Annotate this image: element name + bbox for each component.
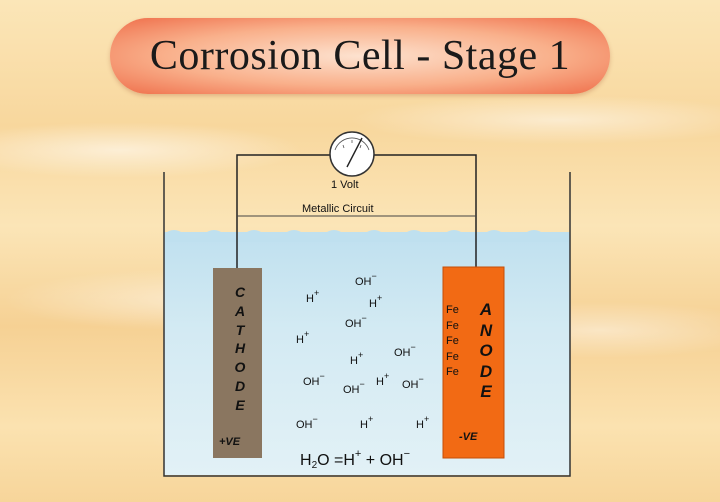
iron-label: Fe [446, 366, 459, 378]
hydrogen-ion: H+ [369, 293, 383, 310]
hydroxide-ion: OH− [394, 342, 416, 359]
anode-letter: N [479, 320, 493, 340]
wire-left [236, 154, 330, 268]
hydroxide-ion: OH− [355, 271, 377, 288]
hydrogen-ion: H+ [376, 371, 390, 388]
voltmeter-icon [329, 131, 375, 177]
cathode-label: C A T H O D E [228, 283, 252, 415]
voltmeter-needle [346, 137, 363, 168]
hydroxide-ion: OH− [402, 374, 424, 391]
iron-label: Fe [446, 304, 459, 316]
iron-label: Fe [446, 350, 459, 363]
water-dissociation-equation: H2O =H+ + OH− [300, 448, 411, 471]
anode-letter: A [479, 300, 493, 319]
cathode-letter: O [234, 359, 246, 376]
tank-outline [163, 172, 571, 477]
hydroxide-ion: OH− [343, 379, 365, 396]
anode-polarity: -VE [459, 431, 478, 443]
iron-label: Fe [446, 319, 459, 332]
hydroxide-ion: OH− [345, 313, 367, 330]
anode-iron-atoms: Fe Fe Fe Fe Fe [446, 303, 459, 381]
hydrogen-ion: H+ [350, 350, 364, 367]
hydrogen-ion: H+ [296, 329, 310, 346]
hydroxide-ion: OH− [303, 371, 325, 388]
cathode-letter: E [235, 396, 245, 413]
water-surface-wave [164, 230, 570, 242]
page-title: Corrosion Cell - Stage 1 [149, 33, 571, 79]
anode-letter: O [479, 341, 493, 360]
cathode-letter: T [235, 321, 245, 338]
cathode-electrode [213, 268, 262, 458]
anode-electrode [442, 266, 505, 459]
hydrogen-ion: H+ [360, 414, 374, 431]
cathode-polarity: +VE [219, 436, 241, 448]
anode-letter: D [479, 361, 493, 381]
cathode-letter: C [234, 284, 246, 300]
anode-letter: E [480, 382, 492, 401]
hydroxide-ion: OH− [296, 414, 318, 431]
title-banner: Corrosion Cell - Stage 1 [110, 18, 610, 94]
hydrogen-ion: H+ [306, 288, 320, 305]
voltmeter-label: 1 Volt [331, 179, 359, 191]
cathode-letter: D [234, 377, 246, 394]
cathode-letter: A [234, 302, 246, 319]
wire-right [374, 154, 477, 268]
hydrogen-ion: H+ [416, 414, 430, 431]
anode-label: A N O D E [472, 300, 500, 403]
iron-label: Fe [446, 335, 459, 347]
voltmeter-scale [334, 137, 370, 151]
cathode-letter: H [234, 340, 246, 357]
metallic-circuit-label: Metallic Circuit [302, 203, 374, 215]
